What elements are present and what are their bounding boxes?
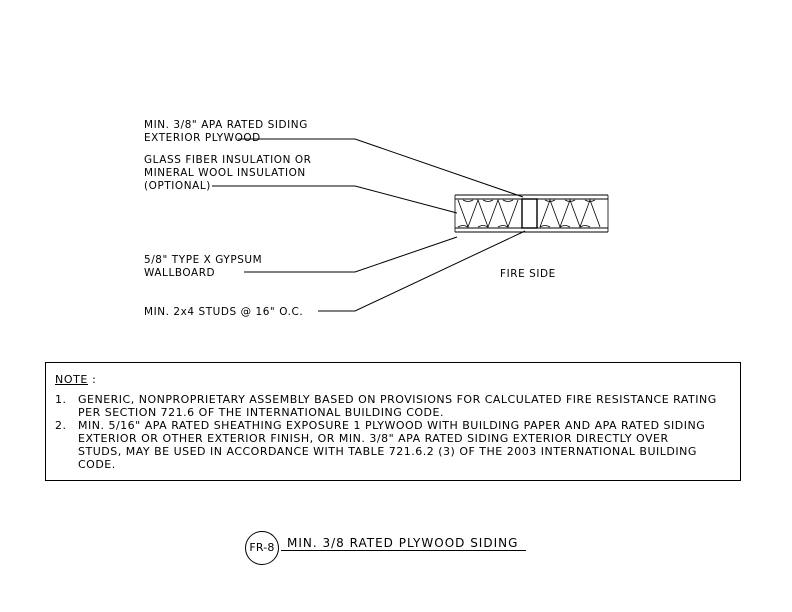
stud <box>521 198 538 229</box>
detail-title: MIN. 3/8 RATED PLYWOOD SIDING <box>287 536 519 550</box>
notes-heading: NOTE <box>55 373 88 386</box>
detail-tag-id: FR-8 <box>249 541 275 554</box>
notes-box <box>45 362 741 481</box>
note-item-number: 1. <box>55 393 67 406</box>
leader-studs <box>318 230 526 312</box>
note-item-number: 2. <box>55 419 67 432</box>
callout-insulation-label: GLASS FIBER INSULATION OR MINERAL WOOL I… <box>144 153 312 192</box>
cavity-outline <box>454 195 609 232</box>
fire-side-label: FIRE SIDE <box>500 267 556 280</box>
callout-studs-label: MIN. 2x4 STUDS @ 16" O.C. <box>144 305 304 318</box>
note-item-text: GENERIC, NONPROPRIETARY ASSEMBLY BASED O… <box>78 393 717 419</box>
note-item-text: MIN. 5/16" APA RATED SHEATHING EXPOSURE … <box>78 419 706 471</box>
callout-gypsum-label: 5/8" TYPE X GYPSUM WALLBOARD <box>144 253 263 279</box>
detail-title-underline <box>281 550 526 551</box>
notes-heading-text: NOTE <box>55 373 88 386</box>
insulation-batt-right <box>539 198 601 229</box>
leader-gypsum <box>244 236 458 273</box>
insulation-batt-left <box>457 198 519 229</box>
leader-insulation <box>212 185 458 214</box>
leader-plywood <box>238 138 524 198</box>
detail-tag-circle <box>245 531 279 565</box>
callout-plywood-label: MIN. 3/8" APA RATED SIDING EXTERIOR PLYW… <box>144 118 308 144</box>
notes-heading-colon: : <box>88 373 97 386</box>
